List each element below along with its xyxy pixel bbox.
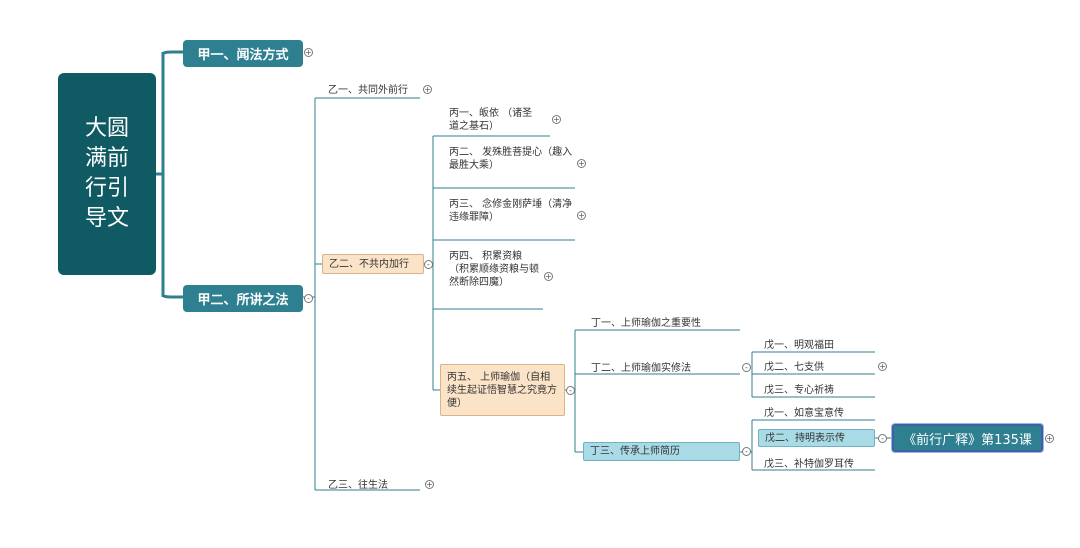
expand-icon[interactable]: + [423, 85, 432, 94]
node-ding1[interactable]: 丁一、上师瑜伽之重要性 [591, 318, 701, 329]
expand-icon[interactable]: + [544, 272, 553, 281]
node-bing1[interactable]: 丙一、皈依 （诸圣道之基石） [449, 108, 533, 132]
node-yi1[interactable]: 乙一、共同外前行 [328, 85, 408, 96]
expand-icon[interactable]: + [304, 48, 313, 57]
expand-icon[interactable]: + [878, 362, 887, 371]
expand-icon[interactable]: + [577, 211, 586, 220]
node-wu3-lineage[interactable]: 戊三、补特伽罗耳传 [764, 459, 854, 470]
node-wu3-practice[interactable]: 戊三、专心祈祷 [764, 385, 834, 396]
node-wu2-lineage[interactable]: 戊二、持明表示传 [758, 429, 875, 447]
node-jia1[interactable]: 甲一、闻法方式 [183, 40, 303, 67]
node-linked-lesson[interactable]: 《前行广释》第135课 [892, 424, 1043, 452]
collapse-icon[interactable]: - [742, 447, 751, 456]
expand-icon[interactable]: + [425, 480, 434, 489]
node-bing4[interactable]: 丙四、 积累资粮 （积累顺缘资粮与顿然断除四魔） [449, 251, 539, 288]
node-bing2[interactable]: 丙二、 发殊胜菩提心（趣入最胜大乘） [449, 147, 573, 171]
node-wu2-practice[interactable]: 戊二、七支供 [764, 362, 824, 373]
collapse-icon[interactable]: - [424, 260, 433, 269]
node-ding3[interactable]: 丁三、传承上师简历 [583, 442, 740, 461]
collapse-icon[interactable]: - [742, 363, 751, 372]
root-topic[interactable]: 大圆满前行引导文 [58, 73, 156, 275]
node-bing3[interactable]: 丙三、 念修金刚萨埵（清净违缘罪障） [449, 199, 573, 223]
expand-icon[interactable]: + [552, 115, 561, 124]
node-jia2[interactable]: 甲二、所讲之法 [183, 285, 303, 312]
expand-icon[interactable]: + [577, 159, 586, 168]
node-ding2[interactable]: 丁二、上师瑜伽实修法 [591, 363, 691, 374]
expand-icon[interactable]: + [1045, 434, 1054, 443]
collapse-icon[interactable]: - [878, 434, 887, 443]
node-wu1-practice[interactable]: 戊一、明观福田 [764, 340, 834, 351]
node-yi3[interactable]: 乙三、往生法 [328, 480, 388, 491]
collapse-icon[interactable]: - [566, 386, 575, 395]
node-yi2[interactable]: 乙二、不共内加行 [322, 254, 424, 274]
collapse-icon[interactable]: - [304, 294, 313, 303]
node-wu1-lineage[interactable]: 戊一、如意宝意传 [764, 408, 844, 419]
node-bing5[interactable]: 丙五、 上师瑜伽（自相续生起证悟智慧之究竟方便） [440, 364, 565, 416]
